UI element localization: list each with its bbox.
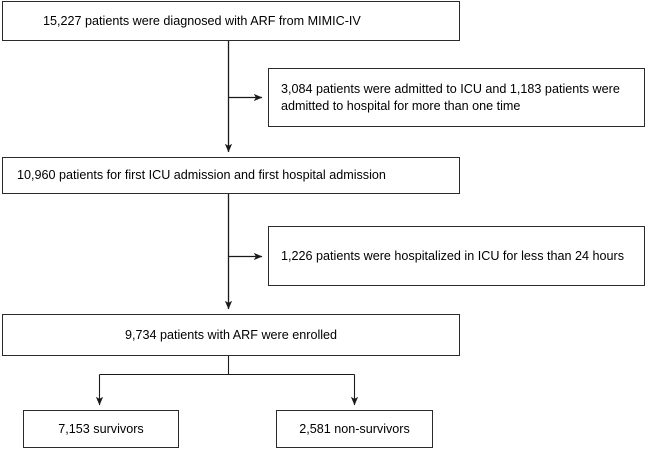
node-enrolled-cohort-label: 9,734 patients with ARF were enrolled [124, 327, 338, 342]
node-exclusion-repeat-admissions-label: 3,084 patients were admitted to ICU and … [281, 81, 620, 113]
connector-enrolled-split [95, 356, 359, 406]
node-exclusion-short-icu-stay: 1,226 patients were hospitalized in ICU … [268, 226, 645, 286]
node-first-admission-cohort: 10,960 patients for first ICU admission … [2, 157, 460, 194]
node-diagnosed-total: 15,227 patients were diagnosed with ARF … [2, 1, 460, 41]
node-survivors-label: 7,153 survivors [58, 421, 144, 436]
node-exclusion-repeat-admissions: 3,084 patients were admitted to ICU and … [268, 68, 645, 127]
node-non-survivors-label: 2,581 non-survivors [299, 421, 410, 436]
node-first-admission-cohort-label: 10,960 patients for first ICU admission … [17, 168, 386, 182]
node-non-survivors: 2,581 non-survivors [276, 410, 433, 448]
node-enrolled-cohort: 9,734 patients with ARF were enrolled [2, 314, 460, 356]
node-diagnosed-total-label: 15,227 patients were diagnosed with ARF … [43, 13, 361, 28]
node-survivors: 7,153 survivors [23, 410, 179, 448]
node-exclusion-short-icu-stay-label: 1,226 patients were hospitalized in ICU … [281, 248, 625, 263]
